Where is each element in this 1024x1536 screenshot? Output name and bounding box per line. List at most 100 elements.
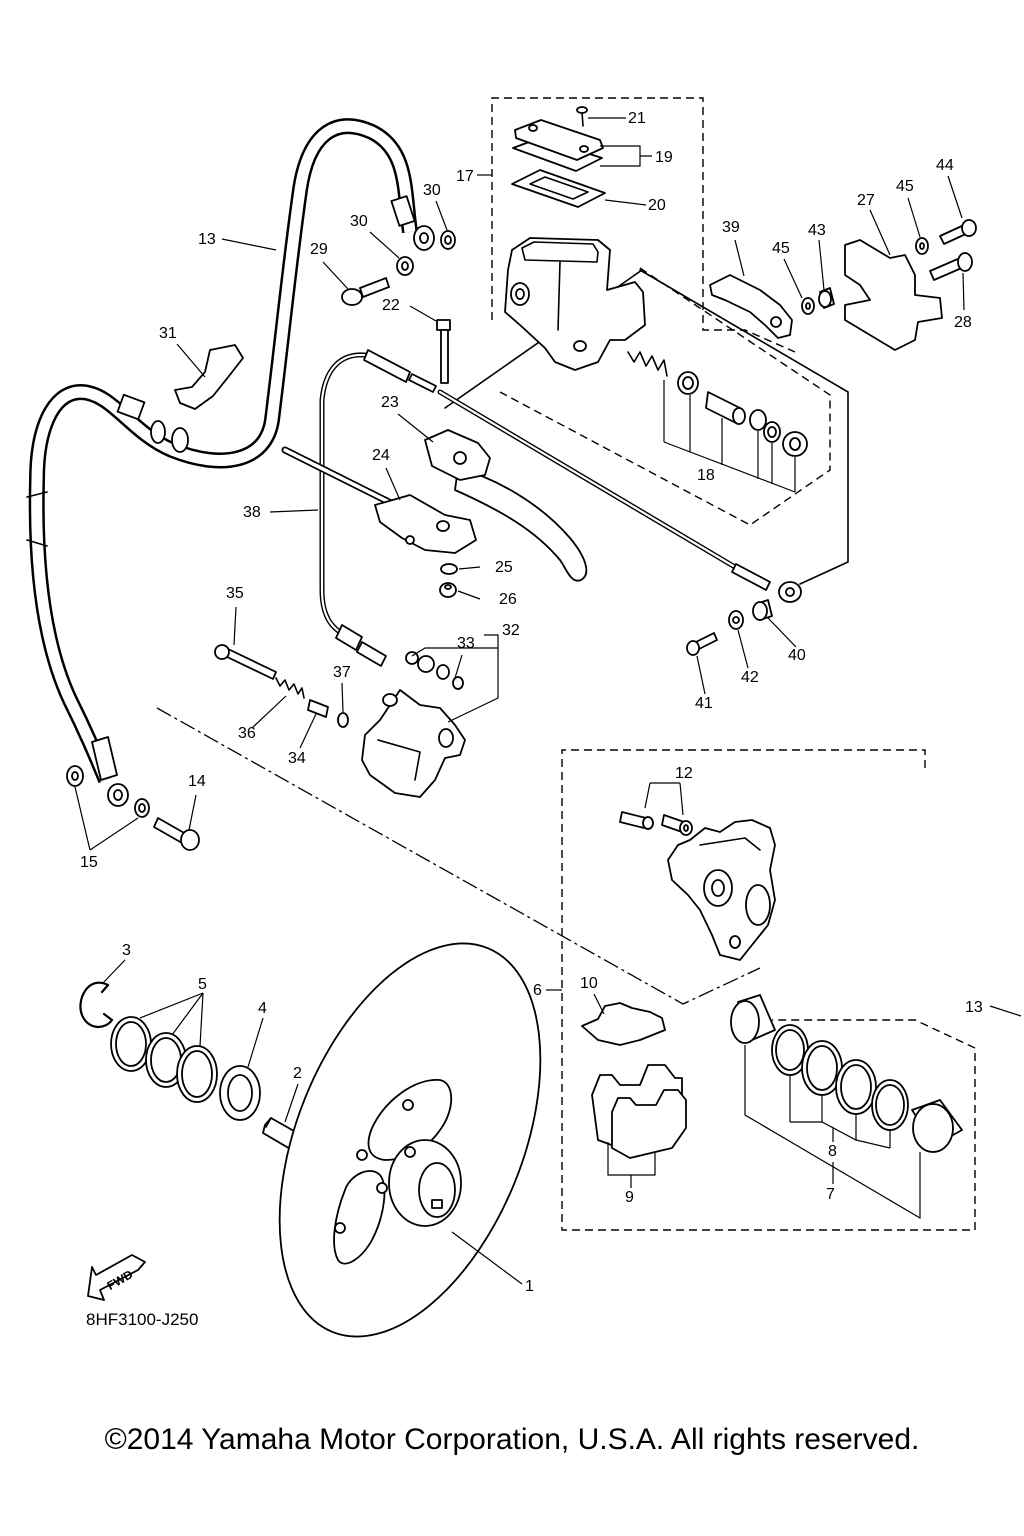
brake-hose: [26, 118, 435, 807]
callout-30-lower: 30: [350, 213, 368, 230]
leader-lines: [74, 117, 1022, 1285]
caliper-pin: [307, 699, 329, 718]
copper-washers: [396, 230, 456, 276]
callout-43: 43: [808, 222, 826, 239]
brake-cable: [319, 349, 437, 667]
callout-22: 22: [382, 297, 400, 314]
callout-13-hose: 13: [198, 231, 216, 248]
callout-15: 15: [80, 854, 98, 871]
callout-26: 26: [499, 591, 517, 608]
caliper-pistons: [730, 994, 963, 1153]
brake-disc: [278, 942, 542, 1338]
callout-36: 36: [238, 725, 256, 742]
parking-brake-lever: [281, 446, 477, 554]
hose-clip: [174, 344, 244, 410]
bracket-bolt-upper: [939, 219, 977, 245]
parking-lever-arm: [709, 274, 793, 339]
reservoir-diaphragm: [511, 169, 606, 208]
piston-seals: [771, 1024, 909, 1131]
circlip: [79, 981, 114, 1028]
callout-5: 5: [198, 976, 207, 993]
callout-4: 4: [258, 1000, 267, 1017]
rear-caliper-group-outline: [561, 749, 976, 1231]
callouts: 21 19 17 20 30 30 13 29 39 45 43 27 45 4…: [80, 110, 983, 1295]
callout-9: 9: [625, 1189, 634, 1206]
brake-pads: [591, 1064, 687, 1159]
pad-spring: [581, 1002, 666, 1046]
callout-34: 34: [288, 750, 306, 767]
callout-17: 17: [456, 168, 474, 185]
callout-7: 7: [826, 1186, 835, 1203]
callout-14: 14: [188, 773, 206, 790]
caliper-bolt: [214, 644, 277, 680]
copyright-notice: ©2014 Yamaha Motor Corporation, U.S.A. A…: [105, 1423, 920, 1456]
parking-cable: [437, 389, 802, 603]
callout-12: 12: [675, 765, 693, 782]
cable-bolt: [686, 632, 718, 656]
mechanical-caliper: [361, 689, 466, 798]
callout-33: 33: [457, 635, 475, 652]
callout-30-upper: 30: [423, 182, 441, 199]
cable-connection-line: [639, 269, 849, 585]
hose-washers: [66, 765, 150, 818]
callout-23: 23: [381, 394, 399, 411]
callout-2: 2: [293, 1065, 302, 1082]
callout-18: 18: [697, 467, 715, 484]
callout-28: 28: [954, 314, 972, 331]
callout-6: 6: [533, 982, 542, 999]
caliper-small-parts: [405, 651, 464, 690]
hose-union-bolt: [153, 817, 200, 851]
callout-20: 20: [648, 197, 666, 214]
lever-nut: [439, 582, 457, 598]
callout-24: 24: [372, 447, 390, 464]
master-cylinder-group-outline: [491, 97, 796, 353]
callout-21: 21: [628, 110, 646, 127]
callout-44: 44: [936, 157, 954, 174]
lever-pivot-bolt: [436, 319, 451, 384]
callout-19: 19: [655, 149, 673, 166]
callout-29: 29: [310, 241, 328, 258]
callout-41: 41: [695, 695, 713, 712]
callout-39: 39: [722, 219, 740, 236]
callout-8: 8: [828, 1143, 837, 1160]
diagram-code: 8HF3100-J250: [86, 1310, 198, 1329]
reservoir-cover-plates: [512, 119, 604, 172]
callout-32: 32: [502, 622, 520, 639]
callout-27: 27: [857, 192, 875, 209]
caliper-assembly-line: [156, 707, 761, 1005]
cable-washer: [728, 610, 744, 630]
callout-40: 40: [788, 647, 806, 664]
callout-25: 25: [495, 559, 513, 576]
callout-45-right: 45: [896, 178, 914, 195]
bracket-bolt-lower: [929, 252, 973, 281]
union-bolt: [341, 277, 390, 306]
caliper-washer: [337, 712, 349, 728]
hydraulic-caliper: [667, 819, 776, 961]
brake-lever: [424, 429, 588, 582]
piston-kit-group-outline: [499, 267, 831, 526]
callout-37: 37: [333, 664, 351, 681]
callout-13-offpage: 13: [965, 999, 983, 1016]
forward-arrow-icon: FWD: [87, 1254, 146, 1301]
callout-3: 3: [122, 942, 131, 959]
caliper-spring: [275, 677, 305, 699]
lever-washers: [801, 237, 929, 315]
callout-35: 35: [226, 585, 244, 602]
shim-rings: [110, 1016, 218, 1103]
master-cylinder-piston-kit: [627, 351, 808, 457]
callout-38: 38: [243, 504, 261, 521]
callout-1: 1: [525, 1278, 534, 1295]
lever-bracket: [844, 239, 943, 351]
callout-42: 42: [741, 669, 759, 686]
master-cylinder-body: [504, 237, 646, 371]
reservoir-cap-screw: [576, 106, 588, 127]
lever-collar: [818, 287, 835, 309]
lever-washer: [440, 563, 458, 575]
cable-collar: [752, 599, 773, 621]
bleed-screws: [619, 811, 693, 836]
callout-31: 31: [159, 325, 177, 342]
disc-washer: [219, 1065, 261, 1121]
callout-10: 10: [580, 975, 598, 992]
callout-45-left: 45: [772, 240, 790, 257]
